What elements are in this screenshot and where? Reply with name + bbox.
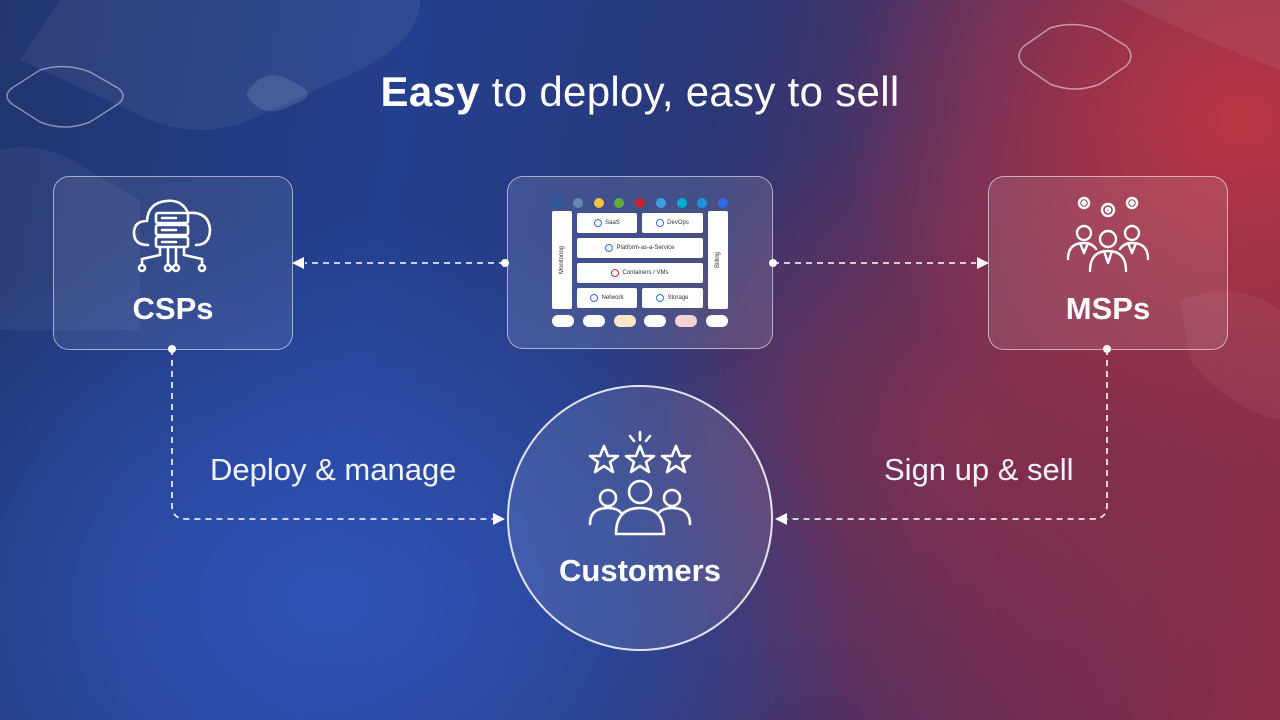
team-gears-icon xyxy=(1066,196,1150,273)
title-rest: to deploy, easy to sell xyxy=(479,68,900,115)
cloud-server-icon xyxy=(132,199,212,273)
msps-label: MSPs xyxy=(1065,291,1151,326)
billing-column: Billing xyxy=(708,211,728,309)
customers-label: Customers xyxy=(559,553,721,588)
devops-box: DevOps xyxy=(642,213,703,233)
rated-customers-icon xyxy=(588,430,692,536)
sign-up-sell-label: Sign up & sell xyxy=(884,452,1074,487)
arrow-to-csp xyxy=(292,257,304,269)
page-title: Easy to deploy, easy to sell xyxy=(0,68,1280,116)
csps-node: CSPs xyxy=(53,176,293,350)
title-bold: Easy xyxy=(380,68,480,115)
containers-box: Containers / VMs xyxy=(577,263,703,283)
network-box: Network xyxy=(577,288,637,308)
csps-label: CSPs xyxy=(132,291,214,326)
cloud-providers-row xyxy=(552,315,728,327)
tech-logos-row xyxy=(552,198,728,208)
customers-node: Customers xyxy=(507,385,773,651)
paas-box: Platform-as-a-Service xyxy=(577,238,703,258)
deploy-manage-label: Deploy & manage xyxy=(210,452,457,487)
storage-box: Storage xyxy=(642,288,703,308)
arrow-sign xyxy=(775,513,787,525)
arrow-deploy xyxy=(493,513,505,525)
platform-stack-diagram: Monitoring Billing SaaS DevOps Platform-… xyxy=(552,211,728,309)
saas-box: SaaS xyxy=(577,213,637,233)
monitoring-column: Monitoring xyxy=(552,211,572,309)
